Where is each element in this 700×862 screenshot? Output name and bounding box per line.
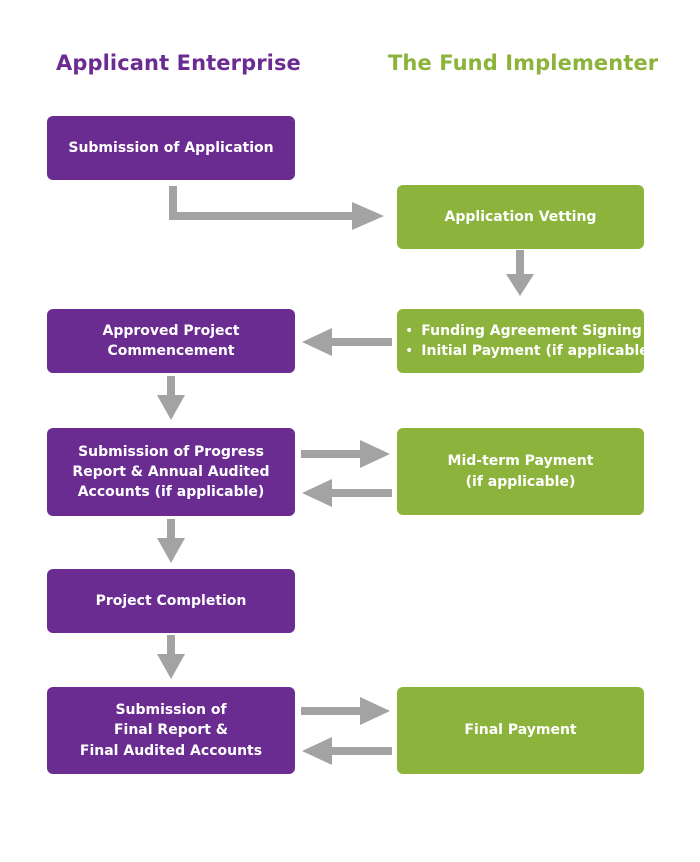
funding-agreement-box: Funding Agreement Signing Initial Paymen… xyxy=(397,309,655,373)
arrowhead xyxy=(352,202,384,230)
applicant-enterprise-header: Applicant Enterprise xyxy=(56,51,301,75)
box-label: Final Audited Accounts xyxy=(79,742,263,759)
approved-project-commencement-box: Approved Project Commencement xyxy=(47,309,295,373)
arrowhead xyxy=(302,328,332,356)
arrowhead xyxy=(302,737,332,765)
fund-implementer-header: The Fund Implementer xyxy=(388,51,659,75)
box-label: Approved Project xyxy=(102,322,240,339)
box-label: Mid-term Payment xyxy=(447,453,594,470)
arrow-submission-to-vetting xyxy=(169,186,352,220)
arrowhead xyxy=(360,697,390,725)
arrowhead xyxy=(157,654,185,679)
arrowhead xyxy=(157,538,185,563)
box-label: (if applicable) xyxy=(465,473,576,490)
box-label: Accounts (if applicable) xyxy=(77,484,265,501)
arrowhead xyxy=(157,395,185,420)
final-report-box: Submission of Final Report & Final Audit… xyxy=(47,687,295,774)
midterm-payment-box: Mid-term Payment (if applicable) xyxy=(397,428,644,515)
arrowhead xyxy=(360,440,390,468)
initial-payment-item: Initial Payment (if applicable) xyxy=(405,341,655,361)
box-label: Final Report & xyxy=(113,722,229,739)
box-label: Project Completion xyxy=(95,592,247,609)
progress-report-box: Submission of Progress Report & Annual A… xyxy=(47,428,295,516)
arrowhead xyxy=(302,479,332,507)
final-payment-box: Final Payment xyxy=(397,687,644,774)
application-vetting-box: Application Vetting xyxy=(397,185,644,249)
arrowhead xyxy=(506,274,534,296)
box-label: Submission of Application xyxy=(68,139,274,156)
submission-of-application-box: Submission of Application xyxy=(47,116,295,180)
box-label: Commencement xyxy=(107,343,235,359)
project-completion-box: Project Completion xyxy=(47,569,295,633)
box-label: Submission of xyxy=(115,702,227,719)
box-label: Report & Annual Audited xyxy=(72,463,270,480)
box-label: Application Vetting xyxy=(444,208,597,225)
funding-agreement-item: Funding Agreement Signing xyxy=(405,321,642,341)
box-label: Final Payment xyxy=(464,722,577,739)
box-label: Submission of Progress xyxy=(78,443,264,460)
